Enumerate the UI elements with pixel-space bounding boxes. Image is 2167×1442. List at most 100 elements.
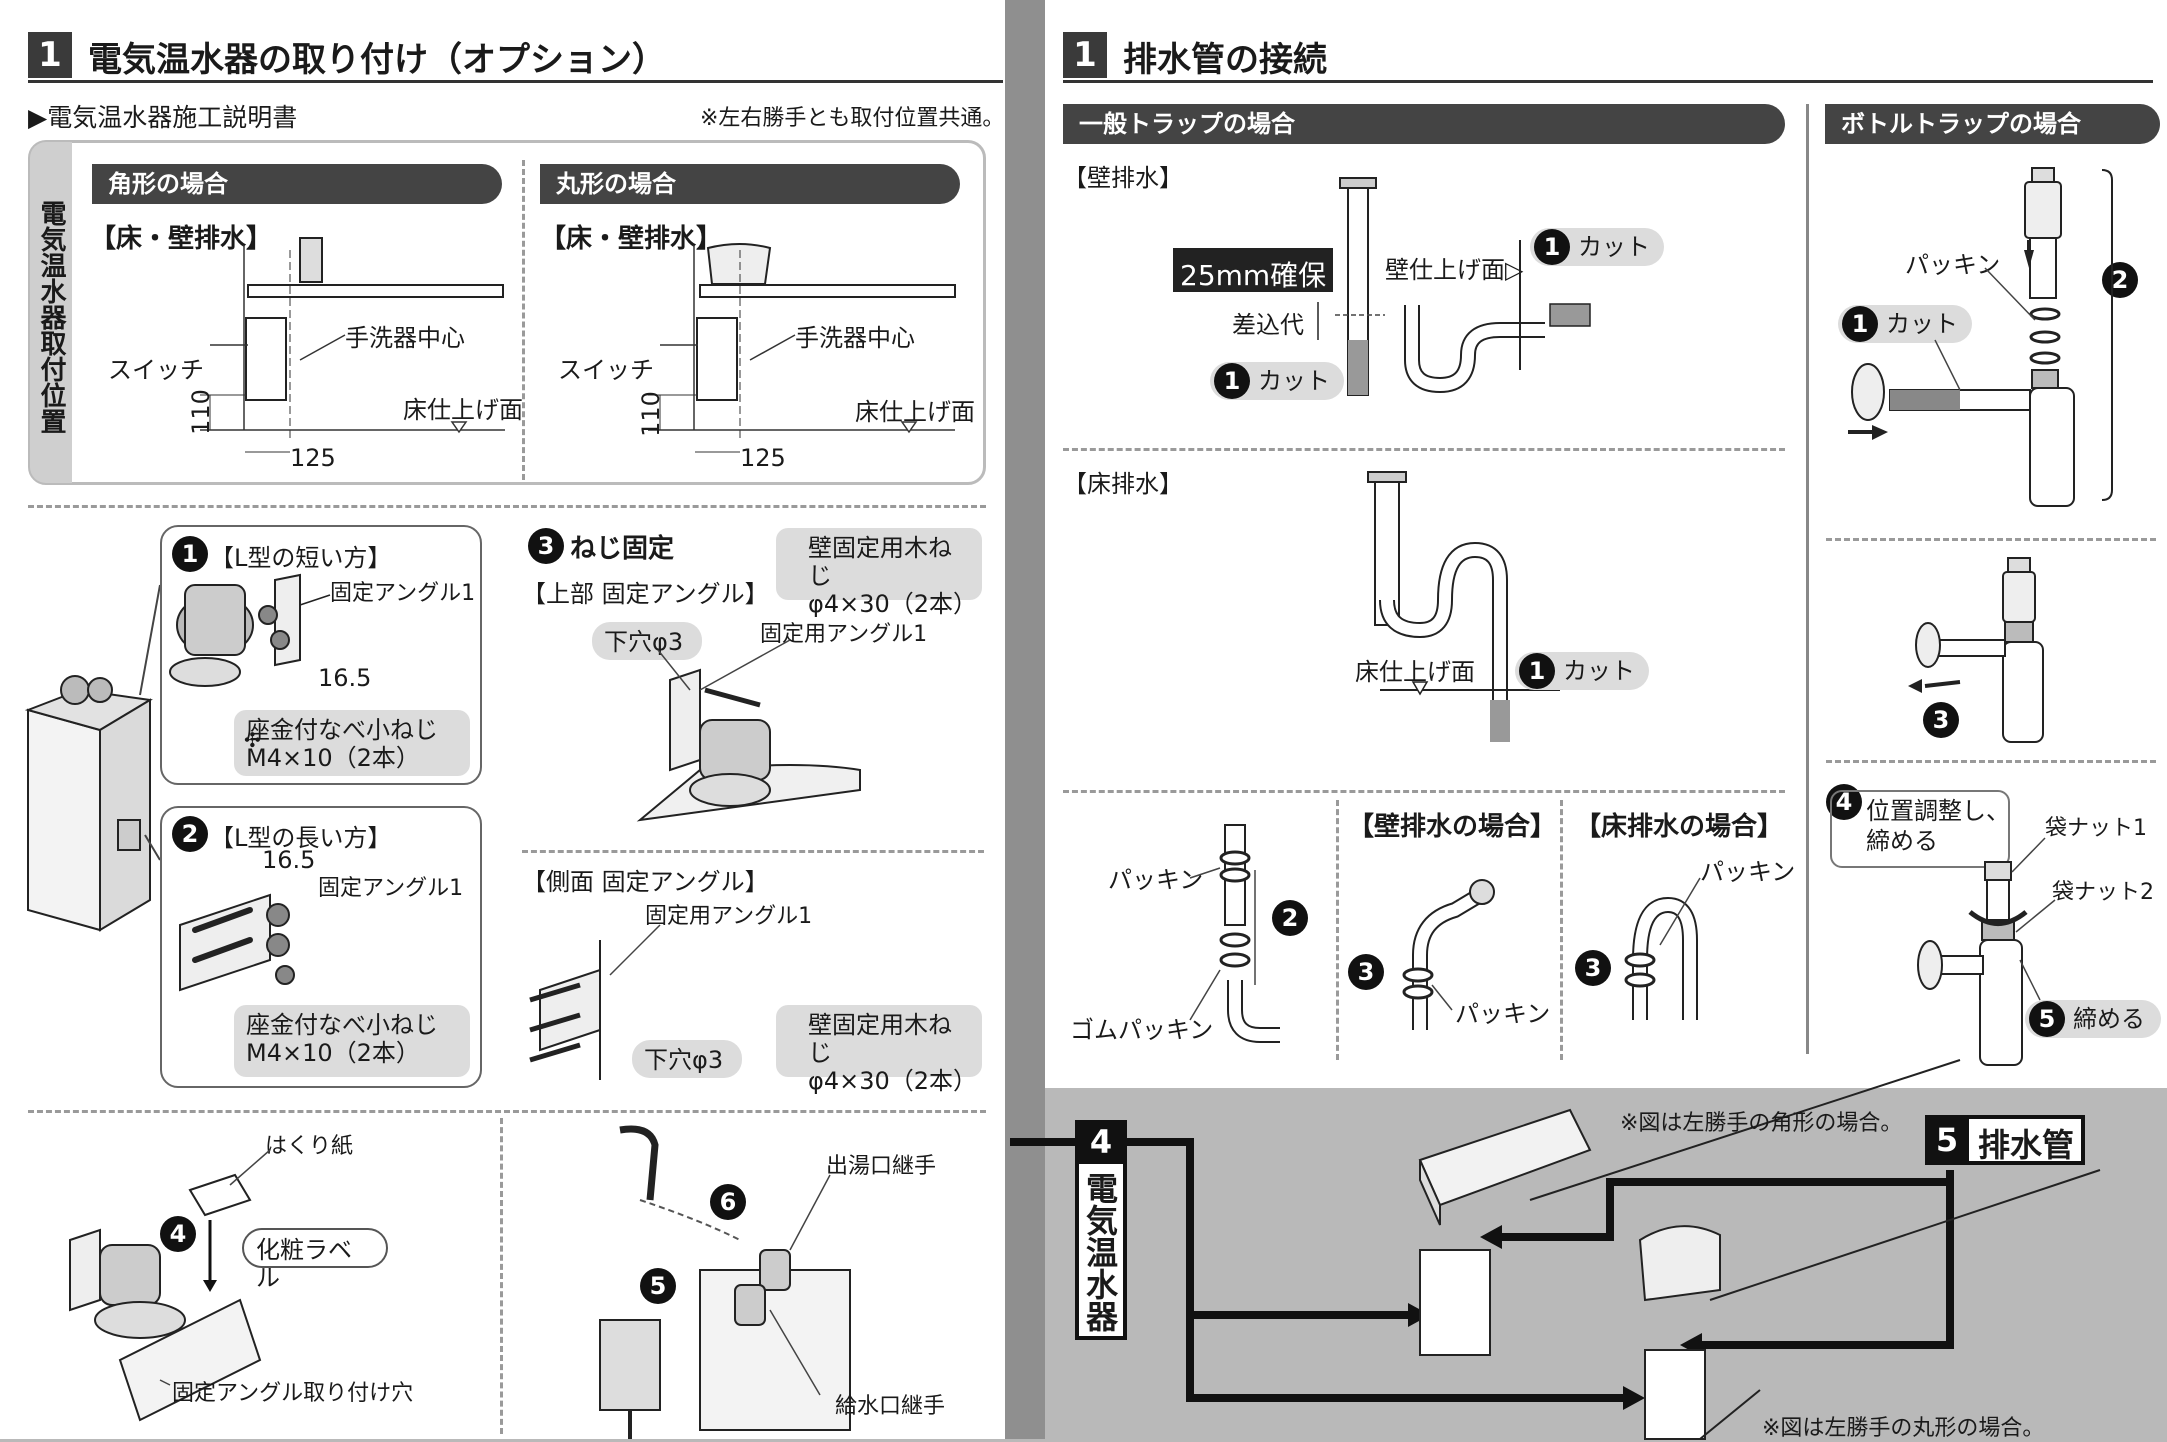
floor-drain-label: 【床排水】	[1063, 470, 1183, 498]
step3-wood-screw2-box: 壁固定用木ねじ φ4×30（2本）	[776, 1005, 982, 1095]
tab4-number: 4	[1075, 1120, 1127, 1164]
packing-illustration	[1189, 824, 1280, 1043]
wall-cut-lower: 1 カット	[1210, 362, 1344, 400]
floor-cut: 1 カット	[1515, 652, 1649, 690]
square-drain-label: 【床・壁排水】	[90, 224, 273, 254]
bottle-trap-step45-illustration	[1917, 837, 2056, 1066]
step56-illustration	[599, 1125, 851, 1439]
step3-wood-screw-box: 壁固定用木ねじ φ4×30（2本）	[776, 528, 982, 618]
step1-angle-label: 固定アングル1	[330, 581, 476, 606]
round-dim-w: 125	[740, 444, 786, 472]
bottle-step3-num: 3	[1923, 702, 1959, 738]
step3-fix-angle2: 固定用アングル1	[645, 904, 813, 929]
floor-case-num: 3	[1575, 950, 1611, 986]
bottle-trap-illustration	[1848, 167, 2113, 507]
floor-case-packing: パッキン	[1700, 858, 1796, 886]
left-title: 電気温水器の取り付け（オプション）	[88, 40, 666, 80]
step56-num5: 5	[640, 1268, 676, 1304]
step3-top-illustration	[636, 639, 861, 822]
round-switch-label: スイッチ	[558, 356, 654, 384]
position-divider	[522, 160, 525, 480]
step3-divider	[522, 850, 984, 853]
step2-number: 2	[172, 816, 208, 852]
step1-dim: 16.5	[318, 664, 372, 692]
wall-cut-lower-label: カット	[1258, 367, 1330, 395]
bottle-cut-label: カット	[1886, 310, 1958, 338]
step3-fix-angle: 固定用アングル1	[760, 622, 928, 647]
step4-hole-label: 固定アングル取り付け穴	[172, 1381, 414, 1406]
step3-hole-box: 下穴φ3	[592, 622, 702, 660]
step2-angle-label: 固定アングル1	[318, 876, 464, 901]
floor-finish-label: 床仕上げ面	[1355, 658, 1475, 686]
left-divider-3	[500, 1118, 503, 1434]
step1-screw-icon: ✣	[244, 728, 261, 752]
bottle-packing-label: パッキン	[1905, 251, 2001, 279]
left-title-rule	[28, 80, 1003, 83]
general-trap-header: 一般トラップの場合	[1063, 104, 1785, 144]
step56-inlet-label: 給水口継手	[835, 1394, 946, 1419]
step4-peel-label: はくり紙	[265, 1134, 354, 1159]
step1-box	[160, 525, 482, 785]
bottle-step2-num: 2	[2102, 262, 2138, 298]
packing-step-num: 2	[1272, 900, 1308, 936]
wall-cut-upper-num: 1	[1534, 229, 1570, 265]
round-floor-label: 床仕上げ面	[855, 398, 975, 426]
round-drain-label: 【床・壁排水】	[540, 224, 723, 254]
step4-label: 化粧ラベル	[256, 1236, 352, 1292]
step4-illustration	[69, 1149, 271, 1422]
packing-label: パッキン	[1108, 866, 1204, 894]
adjust-box	[1830, 790, 2010, 868]
floor-cut-label: カット	[1563, 657, 1635, 685]
note-round: ※図は左勝手の丸形の場合。	[1762, 1416, 2045, 1441]
step3-top-angle: 【上部 固定アングル】	[522, 580, 769, 608]
floor-cut-num: 1	[1519, 653, 1555, 689]
insert-label: 差込代	[1232, 311, 1304, 339]
step3-title: ねじ固定	[570, 534, 675, 564]
step3-side-angle: 【側面 固定アングル】	[522, 868, 769, 896]
right-col-divider	[1806, 104, 1809, 1054]
step2-angle-illustration	[179, 893, 295, 992]
tab4-label: 電気温水器	[1081, 1172, 1119, 1332]
bottle-cut-num: 1	[1842, 306, 1878, 342]
step1-fitting-illustration	[169, 573, 331, 687]
tighten-label: 締める	[2073, 1005, 2145, 1033]
square-sink-center-label: 手洗器中心	[345, 324, 465, 352]
tighten-badge: 5 締める	[2025, 1000, 2161, 1038]
rubber-packing-label: ゴムパッキン	[1070, 1016, 1214, 1044]
wall-case-illustration	[1402, 879, 1495, 1030]
position-box	[28, 140, 986, 485]
step56-outlet-label: 出湯口継手	[826, 1154, 937, 1179]
square-case-header: 角形の場合	[92, 164, 502, 204]
page-gutter	[1005, 0, 1045, 1439]
step3-wood-screw2-label: 壁固定用木ねじ φ4×30（2本）	[808, 1011, 978, 1095]
note-square: ※図は左勝手の角形の場合。	[1620, 1111, 1903, 1136]
bottle-divider-2	[1826, 760, 2156, 763]
floor-case-label: 【床排水の場合】	[1575, 812, 1784, 842]
heater-unit-illustration	[24, 584, 161, 932]
square-heater-diagram	[200, 237, 505, 453]
nut2-label: 袋ナット2	[2052, 880, 2154, 905]
step3-side-illustration	[529, 924, 661, 1080]
right-title: 排水管の接続	[1123, 40, 1327, 80]
right-divider-1	[1063, 448, 1785, 451]
right-divider-4	[1560, 800, 1563, 1060]
step2-screw-box: 座金付なべ小ねじ M4×10（2本）	[234, 1005, 470, 1077]
round-sink-center-label: 手洗器中心	[795, 324, 915, 352]
step3-hole2-box: 下穴φ3	[632, 1040, 742, 1078]
wall-cut-lower-num: 1	[1214, 363, 1250, 399]
step2-box	[160, 806, 482, 1088]
wall-case-label: 【壁排水の場合】	[1348, 812, 1557, 842]
square-dim-w: 125	[290, 444, 336, 472]
secure-box	[1173, 248, 1333, 292]
step1-title: 【L型の短い方】	[210, 544, 392, 572]
tighten-num: 5	[2029, 1001, 2065, 1037]
square-switch-label: スイッチ	[108, 356, 204, 384]
wall-trap-illustration	[1317, 177, 1591, 396]
bottle-cut: 1 カット	[1838, 305, 1972, 343]
adjust-label: 位置調整し、 締める	[1866, 797, 2010, 855]
step1-screw-label: 座金付なべ小ねじ M4×10（2本）	[246, 716, 438, 772]
wall-case-num: 3	[1348, 954, 1384, 990]
position-side-bar	[30, 142, 72, 483]
right-divider-3	[1336, 800, 1339, 1060]
